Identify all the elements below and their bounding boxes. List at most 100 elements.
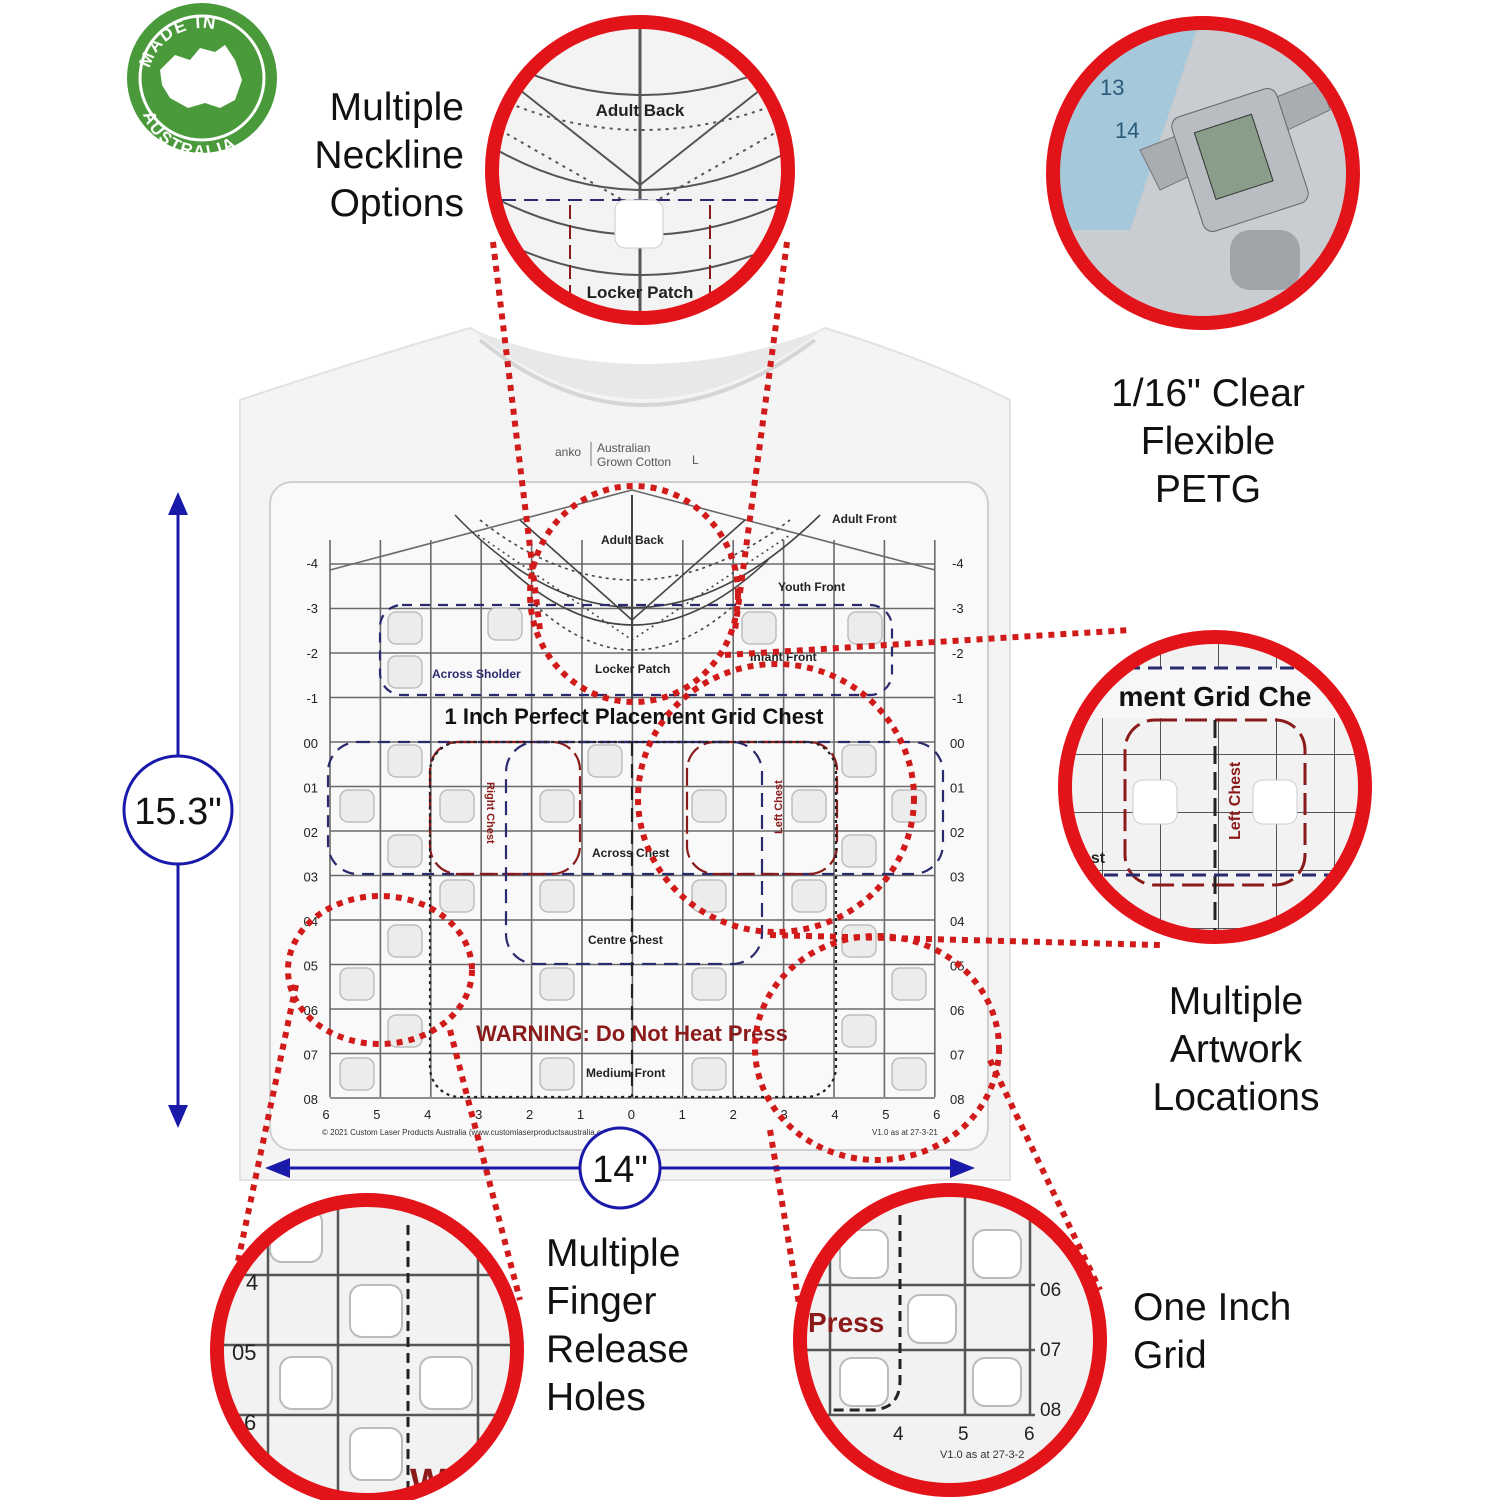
axis-label: -3 <box>306 601 318 616</box>
label-locker-patch: Locker Patch <box>595 662 670 676</box>
finger-hole <box>691 1057 727 1091</box>
svg-text:4: 4 <box>893 1424 904 1445</box>
finger-release-holes <box>339 607 927 1091</box>
finger-hole <box>539 789 575 823</box>
finger-hole <box>691 967 727 1001</box>
axis-label: -2 <box>952 646 964 661</box>
axis-label: 01 <box>950 781 964 796</box>
finger-hole <box>891 789 927 823</box>
finger-hole <box>387 655 423 689</box>
width-dimension <box>265 1126 975 1210</box>
finger-hole <box>387 1014 423 1048</box>
label-adult-front: Adult Front <box>832 512 897 526</box>
finger-hole <box>847 611 883 645</box>
axis-label: -1 <box>952 691 964 706</box>
finger-hole <box>791 879 827 913</box>
axis-label: 5 <box>882 1107 889 1122</box>
label-medium-front: Medium Front <box>586 1066 665 1080</box>
callout-artwork: Multiple Artwork Locations <box>1152 980 1320 1119</box>
svg-text:Adult Back: Adult Back <box>596 101 685 120</box>
axis-label: 00 <box>304 736 318 751</box>
axis-label: 06 <box>950 1003 964 1018</box>
axis-label: -4 <box>952 556 964 571</box>
finger-hole <box>841 924 877 958</box>
svg-text:L: L <box>692 453 699 467</box>
callout-material: 1/16" Clear Flexible PETG <box>1111 372 1305 511</box>
svg-text:06: 06 <box>1040 1280 1061 1301</box>
finger-hole <box>387 744 423 778</box>
axis-label: 5 <box>373 1107 380 1122</box>
height-label: 15.3" <box>134 791 221 833</box>
svg-text:Press: Press <box>808 1307 884 1338</box>
label-youth-front: Youth Front <box>778 580 845 594</box>
australia-map-icon <box>160 45 242 108</box>
template-title: 1 Inch Perfect Placement Grid Chest <box>444 704 824 729</box>
axis-label: 03 <box>304 870 318 885</box>
svg-text:6: 6 <box>1024 1424 1035 1445</box>
finger-hole <box>691 789 727 823</box>
axis-label: 3 <box>475 1107 482 1122</box>
axis-label: 4 <box>424 1107 431 1122</box>
callout-finger: Multiple Finger Release Holes <box>546 1232 690 1419</box>
svg-text:Locker Patch: Locker Patch <box>587 283 694 302</box>
svg-text:08: 08 <box>1040 1400 1061 1421</box>
label-centre-chest: Centre Chest <box>588 933 663 947</box>
finger-hole <box>439 879 475 913</box>
finger-hole <box>791 789 827 823</box>
svg-text:ment Grid Che: ment Grid Che <box>1119 681 1312 712</box>
svg-text:V1.0 as at 27-3-2: V1.0 as at 27-3-2 <box>940 1449 1024 1461</box>
svg-text:Left Chest: Left Chest <box>1227 761 1244 840</box>
axis-label: 07 <box>950 1048 964 1063</box>
svg-text:05: 05 <box>232 1340 256 1365</box>
axis-label: 2 <box>526 1107 533 1122</box>
axis-label: 02 <box>950 825 964 840</box>
finger-hole <box>487 607 523 641</box>
finger-hole <box>387 611 423 645</box>
axis-label: -4 <box>306 556 318 571</box>
axis-label: 07 <box>304 1048 318 1063</box>
axis-label: 04 <box>950 914 964 929</box>
height-dimension <box>122 492 234 1128</box>
axis-label: 05 <box>304 959 318 974</box>
zoom-neckline-circle: Adult Back Locker Patch <box>485 15 795 325</box>
axis-label: 6 <box>322 1107 329 1122</box>
axis-label: -3 <box>952 601 964 616</box>
axis-label: 3 <box>780 1107 787 1122</box>
finger-hole <box>841 834 877 868</box>
axis-label: -1 <box>306 691 318 706</box>
width-label: 14" <box>592 1149 648 1191</box>
axis-label: 08 <box>304 1092 318 1107</box>
label-right-chest: Right Chest <box>484 782 496 844</box>
finger-hole <box>439 789 475 823</box>
placement-template: Adult Front Adult Back Youth Front Infan… <box>269 481 989 1151</box>
axis-label: 1 <box>577 1107 584 1122</box>
svg-text:13: 13 <box>1100 75 1124 100</box>
label-across-shoulder: Across Sholder <box>432 667 521 681</box>
label-left-chest: Left Chest <box>773 780 785 834</box>
caliper-icon <box>1139 79 1331 290</box>
finger-hole <box>539 1057 575 1091</box>
zoom-grid-circle: Press 06 07 08 4 5 6 V1.0 as at 27-3-2 <box>793 1183 1107 1497</box>
axis-label: 4 <box>831 1107 838 1122</box>
svg-text:Grown Cotton: Grown Cotton <box>597 455 671 469</box>
version-text: V1.0 as at 27-3-21 <box>872 1128 938 1137</box>
finger-hole <box>587 744 623 778</box>
svg-text:14: 14 <box>1115 118 1139 143</box>
axis-label: -2 <box>306 646 318 661</box>
axis-label: 2 <box>730 1107 737 1122</box>
finger-hole <box>387 834 423 868</box>
axis-label: 03 <box>950 870 964 885</box>
axis-label: 08 <box>950 1092 964 1107</box>
finger-hole <box>741 611 777 645</box>
finger-hole <box>891 1057 927 1091</box>
axis-label: 0 <box>628 1107 635 1122</box>
finger-hole <box>387 924 423 958</box>
finger-hole <box>841 1014 877 1048</box>
axis-label: 1 <box>679 1107 686 1122</box>
axis-label: 02 <box>304 825 318 840</box>
svg-text:07: 07 <box>1040 1340 1061 1361</box>
label-adult-back: Adult Back <box>601 533 664 547</box>
svg-text:4: 4 <box>246 1270 258 1295</box>
dotted-connectors <box>229 241 1161 1311</box>
finger-hole <box>539 879 575 913</box>
